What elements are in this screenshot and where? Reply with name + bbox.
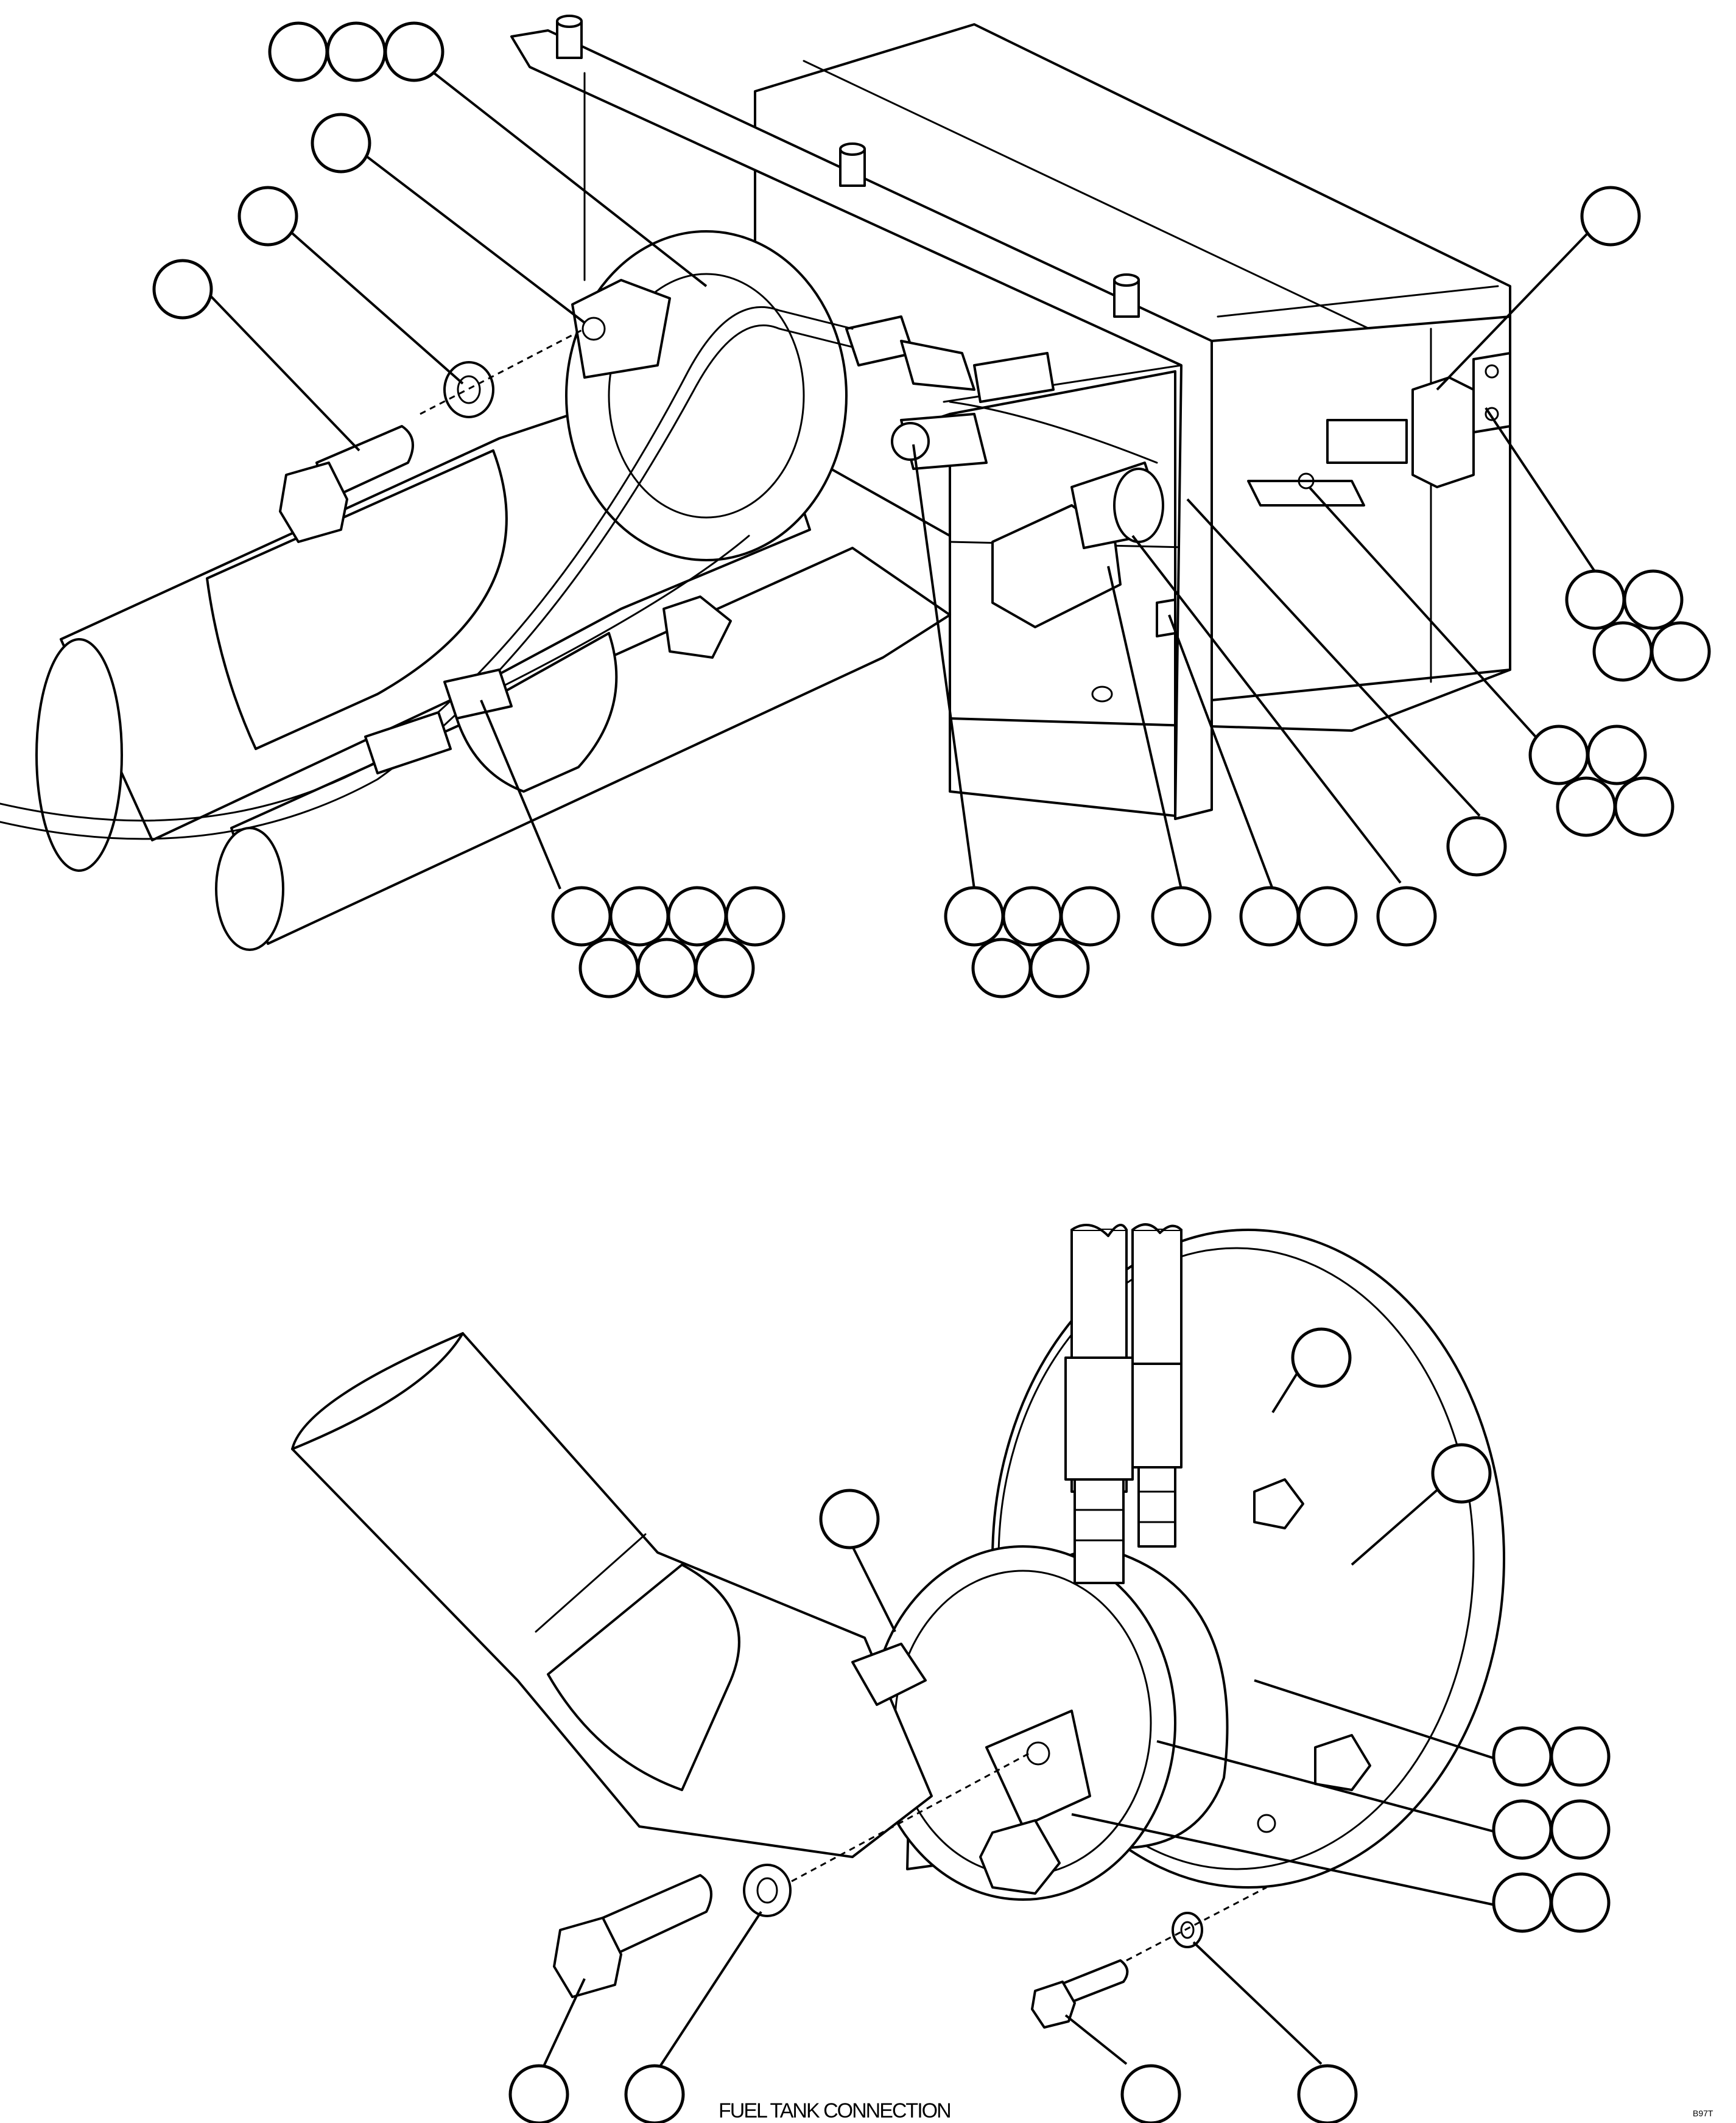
return-hose (215, 547, 951, 951)
balloon (1528, 725, 1589, 785)
top-bolt (279, 425, 414, 543)
balloon (1614, 776, 1675, 837)
balloon (1556, 776, 1617, 837)
balloon (694, 938, 755, 998)
balloon (1446, 816, 1507, 877)
balloon (268, 21, 329, 82)
balloon (1492, 1799, 1553, 1860)
balloon (636, 938, 697, 998)
top-assembly-view (0, 15, 1711, 998)
balloon (1002, 886, 1063, 947)
exhaust-pipe (291, 1332, 933, 1858)
balloon (1297, 2064, 1358, 2123)
balloon (237, 186, 298, 247)
balloon (1431, 1443, 1492, 1504)
bottom-dashed-axis (791, 1752, 1030, 1883)
balloon (1297, 886, 1358, 947)
bottom-right-dashed-axis (1126, 1886, 1267, 1962)
balloon (311, 113, 371, 174)
balloon (578, 938, 639, 998)
balloon (819, 1489, 880, 1549)
bottom-assembly-view (291, 1223, 1611, 2123)
studs (556, 15, 1140, 318)
balloon (384, 21, 445, 82)
balloon (508, 2064, 569, 2123)
balloon (1586, 725, 1647, 785)
drawing-code: B97T (1693, 2108, 1713, 2118)
balloon (152, 259, 213, 320)
balloon (1650, 621, 1711, 682)
balloon (1550, 1799, 1611, 1860)
balloon (624, 2064, 685, 2123)
balloon (1376, 886, 1437, 947)
bottom-right-bolt (1031, 1959, 1129, 2029)
balloon (1592, 621, 1653, 682)
balloon (1120, 2064, 1181, 2123)
clamp (851, 1643, 1091, 1895)
balloon (609, 886, 670, 947)
top-callouts (152, 21, 1711, 998)
balloon (326, 21, 387, 82)
top-washer (443, 361, 494, 418)
balloon (1623, 569, 1684, 630)
lock-washer (1172, 1912, 1203, 1948)
vertical-hoses (1064, 1223, 1183, 1584)
balloon (971, 938, 1032, 998)
bottom-callouts (508, 1327, 1611, 2123)
balloon (1060, 886, 1120, 947)
balloon (1550, 1872, 1611, 1933)
balloon (1565, 569, 1626, 630)
swivel-flange (565, 230, 848, 659)
balloon (551, 886, 612, 947)
balloon (725, 886, 785, 947)
balloon (1580, 186, 1641, 247)
swivel-body (870, 1545, 1229, 1901)
balloon (1291, 1327, 1352, 1388)
balloon (1550, 1726, 1611, 1787)
bottom-left-bolt (553, 1874, 712, 1998)
wire-harness (0, 306, 1158, 840)
diagram-caption: FUEL TANK CONNECTION (719, 2099, 951, 2122)
balloon (1239, 886, 1300, 947)
balloon (1492, 1872, 1553, 1933)
balloon (944, 886, 1005, 947)
balloon (1492, 1726, 1553, 1787)
balloon (1029, 938, 1090, 998)
balloon (667, 886, 728, 947)
balloon (1151, 886, 1212, 947)
bottom-washer (743, 1864, 792, 1917)
sensor-connector (845, 315, 1055, 470)
top-dashed-axis (420, 328, 585, 415)
